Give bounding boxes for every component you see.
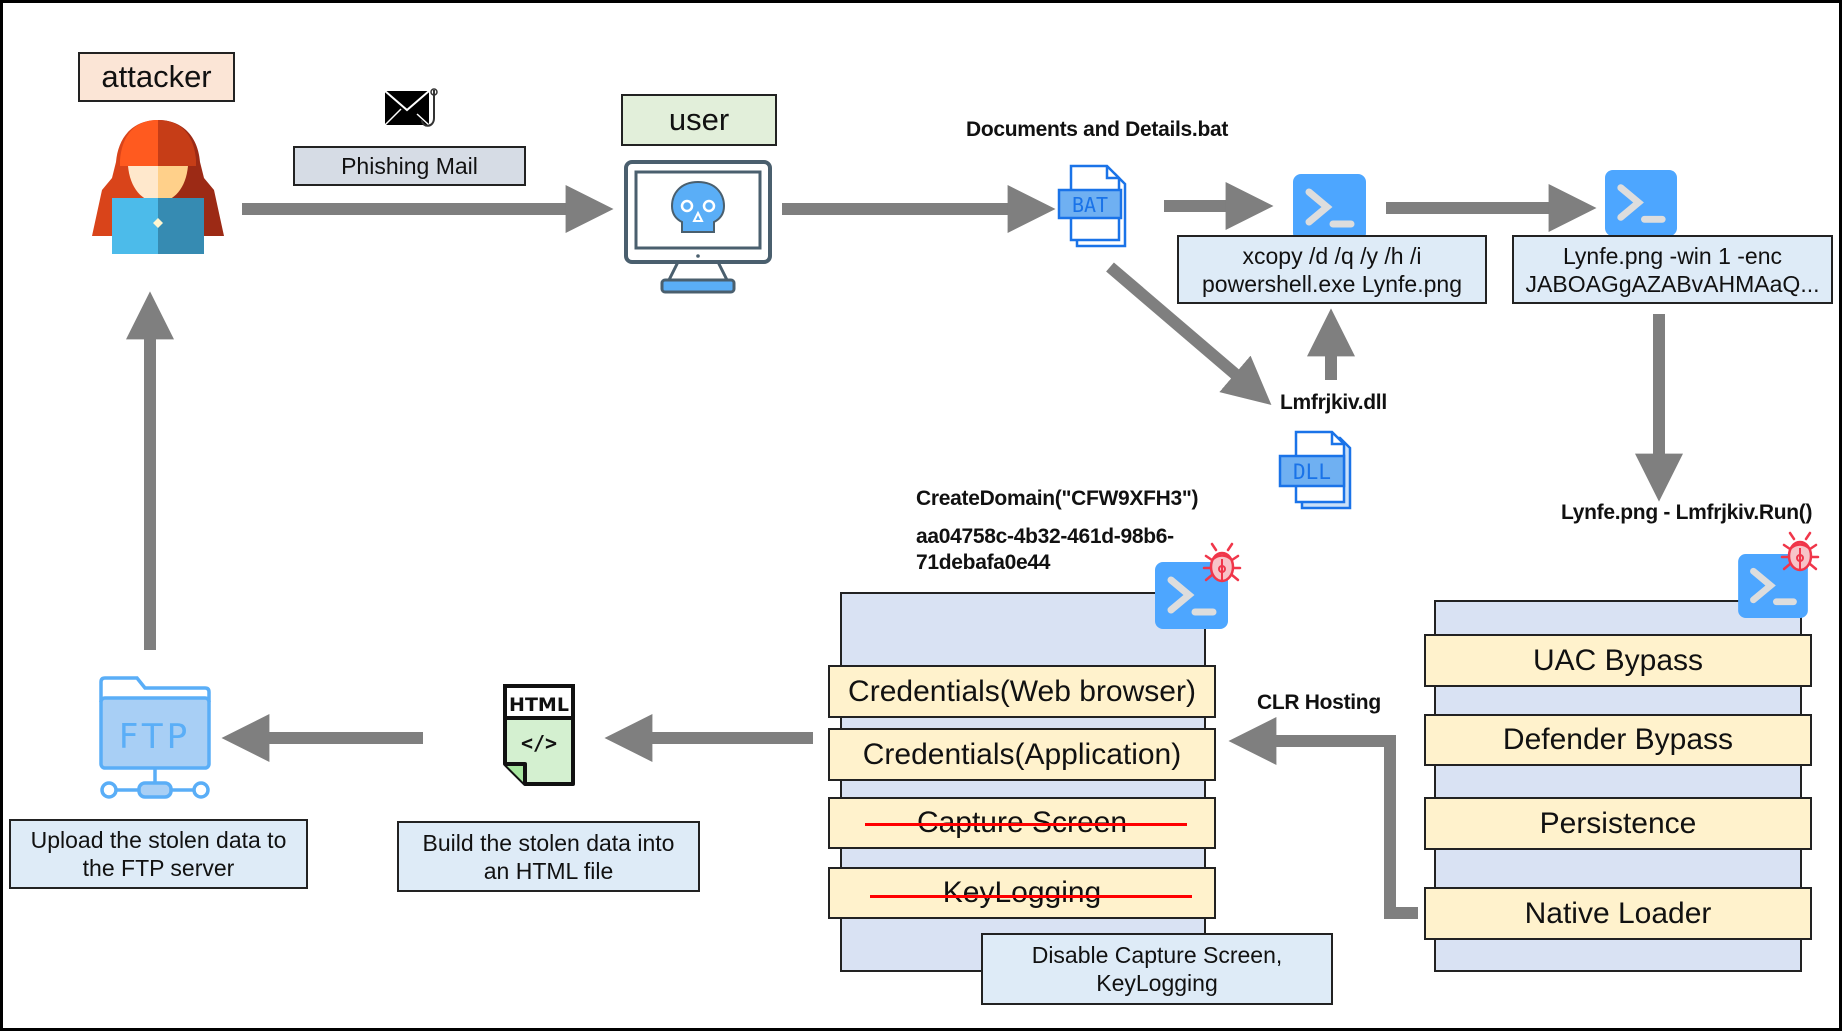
build-html-line-2: an HTML file [483,857,614,884]
stealer-item-capture-screen: Capture Screen [828,797,1216,849]
hacker-icon [92,120,224,254]
build-html-line-1: Build the stolen data into [422,829,675,856]
infected-computer-icon [624,160,772,294]
lynfe-command-line-2: JABOAGgAZABvAHMAaQ... [1525,270,1820,297]
dll-file-icon: DLL [1278,430,1364,510]
upload-line-2: the FTP server [82,855,235,881]
powershell-icon [1293,174,1366,241]
lynfe-command-line-1: Lynfe.png -win 1 -enc [1562,242,1783,269]
create-domain-label: CreateDomain("CFW9XFH3") [916,487,1199,510]
user-label: user [621,94,777,146]
loader-item-uac-bypass: UAC Bypass [1424,634,1812,687]
stealer-item-label: Capture Screen [916,806,1128,839]
loader-item-label: Persistence [1539,806,1697,840]
powershell-icon [1738,554,1808,618]
ftp-server-icon: FTP [97,674,213,800]
stealer-item-label: KeyLogging [942,876,1102,909]
build-html-note: Build the stolen data into an HTML file [397,821,700,892]
dll-icon-text: DLL [1293,460,1331,484]
upload-ftp-note: Upload the stolen data to the FTP server [9,819,308,889]
run-call-label: Lynfe.png - Lmfrjkiv.Run() [1561,501,1813,524]
loader-item-persistence: Persistence [1424,797,1812,850]
stealer-item-label: Credentials(Application) [862,737,1182,771]
guid-line-2: 71debafa0e44 [916,551,1051,574]
attacker-label: attacker [78,52,235,102]
disable-features-note: Disable Capture Screen, KeyLogging [981,933,1333,1005]
malware-bug-icon [1202,542,1242,583]
lynfe-command-box: Lynfe.png -win 1 -enc JABOAGgAZABvAHMAaQ… [1512,235,1833,304]
xcopy-command-line-2: powershell.exe Lynfe.png [1202,270,1462,297]
bat-file-icon: BAT [1055,164,1137,248]
stealer-item-credentials-app: Credentials(Application) [828,728,1216,781]
powershell-icon [1155,562,1228,629]
stealer-item-credentials-web: Credentials(Web browser) [828,665,1216,718]
powershell-icon [1605,169,1677,237]
dll-file-name: Lmfrjkiv.dll [1280,391,1387,414]
disable-note-line-2: KeyLogging [1096,970,1218,996]
loader-item-label: Defender Bypass [1502,723,1734,756]
html-icon-text: HTML [509,694,569,716]
arrow-bat-to-dll [1106,262,1272,406]
bat-icon-text: BAT [1072,193,1108,217]
clr-hosting-label: CLR Hosting [1257,691,1381,714]
malware-bug-icon [1780,531,1820,572]
disable-note-line-1: Disable Capture Screen, [1031,942,1283,968]
loader-item-label: Native Loader [1524,896,1712,930]
bat-file-name: Documents and Details.bat [966,118,1229,141]
upload-line-1: Upload the stolen data to [30,827,287,853]
stealer-item-label: Credentials(Web browser) [848,674,1196,708]
loader-item-defender-bypass: Defender Bypass [1424,714,1812,766]
loader-item-label: UAC Bypass [1532,643,1704,677]
arrow-clr-hosting [1228,717,1418,919]
xcopy-command-line-1: xcopy /d /q /y /h /i [1242,242,1422,269]
strikethrough-line [870,895,1192,898]
stealer-item-keylogging: KeyLogging [828,867,1216,919]
guid-line-1: aa04758c-4b32-461d-98b6- [916,525,1174,548]
phishing-mail-label: Phishing Mail [293,146,526,186]
loader-item-native-loader: Native Loader [1424,887,1812,940]
code-icon-text: </> [521,731,557,755]
ftp-icon-text: FTP [119,717,191,757]
xcopy-command-box: xcopy /d /q /y /h /i powershell.exe Lynf… [1177,235,1487,304]
strikethrough-line [865,823,1187,826]
phishing-mail-icon [384,88,438,127]
html-file-icon: HTML </> [499,684,579,790]
